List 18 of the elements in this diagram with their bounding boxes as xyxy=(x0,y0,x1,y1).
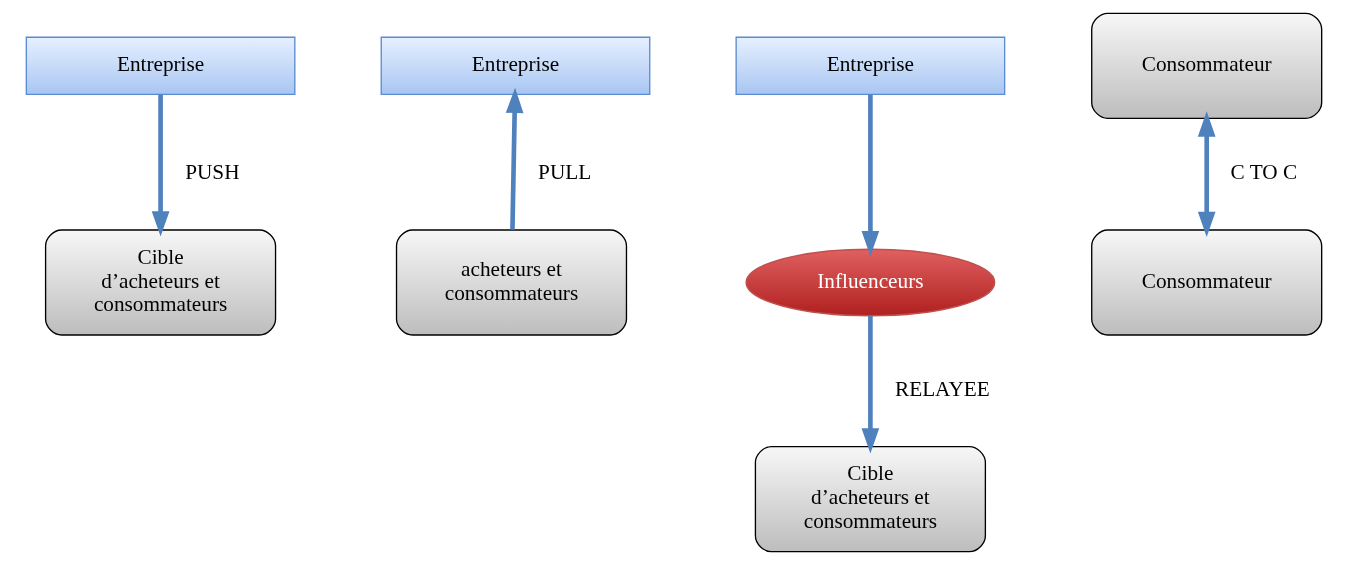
node-box: Cible d’acheteurs et consommateurs xyxy=(44,229,277,336)
arrow xyxy=(1197,111,1216,237)
node-box: Consommateur xyxy=(1091,12,1323,119)
node-ellipse: Influenceurs xyxy=(745,248,996,317)
node-box: acheteurs et consommateurs xyxy=(395,229,628,336)
arrow xyxy=(505,87,524,230)
arrow xyxy=(151,94,170,237)
node-box: Entreprise xyxy=(735,36,1006,96)
edge-label: PUSH xyxy=(185,160,240,185)
node-box: Entreprise xyxy=(380,36,651,96)
edge-label: RELAYEE xyxy=(894,376,990,401)
node-box: Consommateur xyxy=(1091,229,1323,336)
arrow xyxy=(861,315,880,454)
edge-label: C TO C xyxy=(1230,160,1298,185)
arrow xyxy=(861,94,880,257)
node-box: Entreprise xyxy=(25,36,296,96)
edge-label: PULL xyxy=(538,160,592,185)
node-box: Cible d’acheteurs et consommateurs xyxy=(754,446,987,553)
